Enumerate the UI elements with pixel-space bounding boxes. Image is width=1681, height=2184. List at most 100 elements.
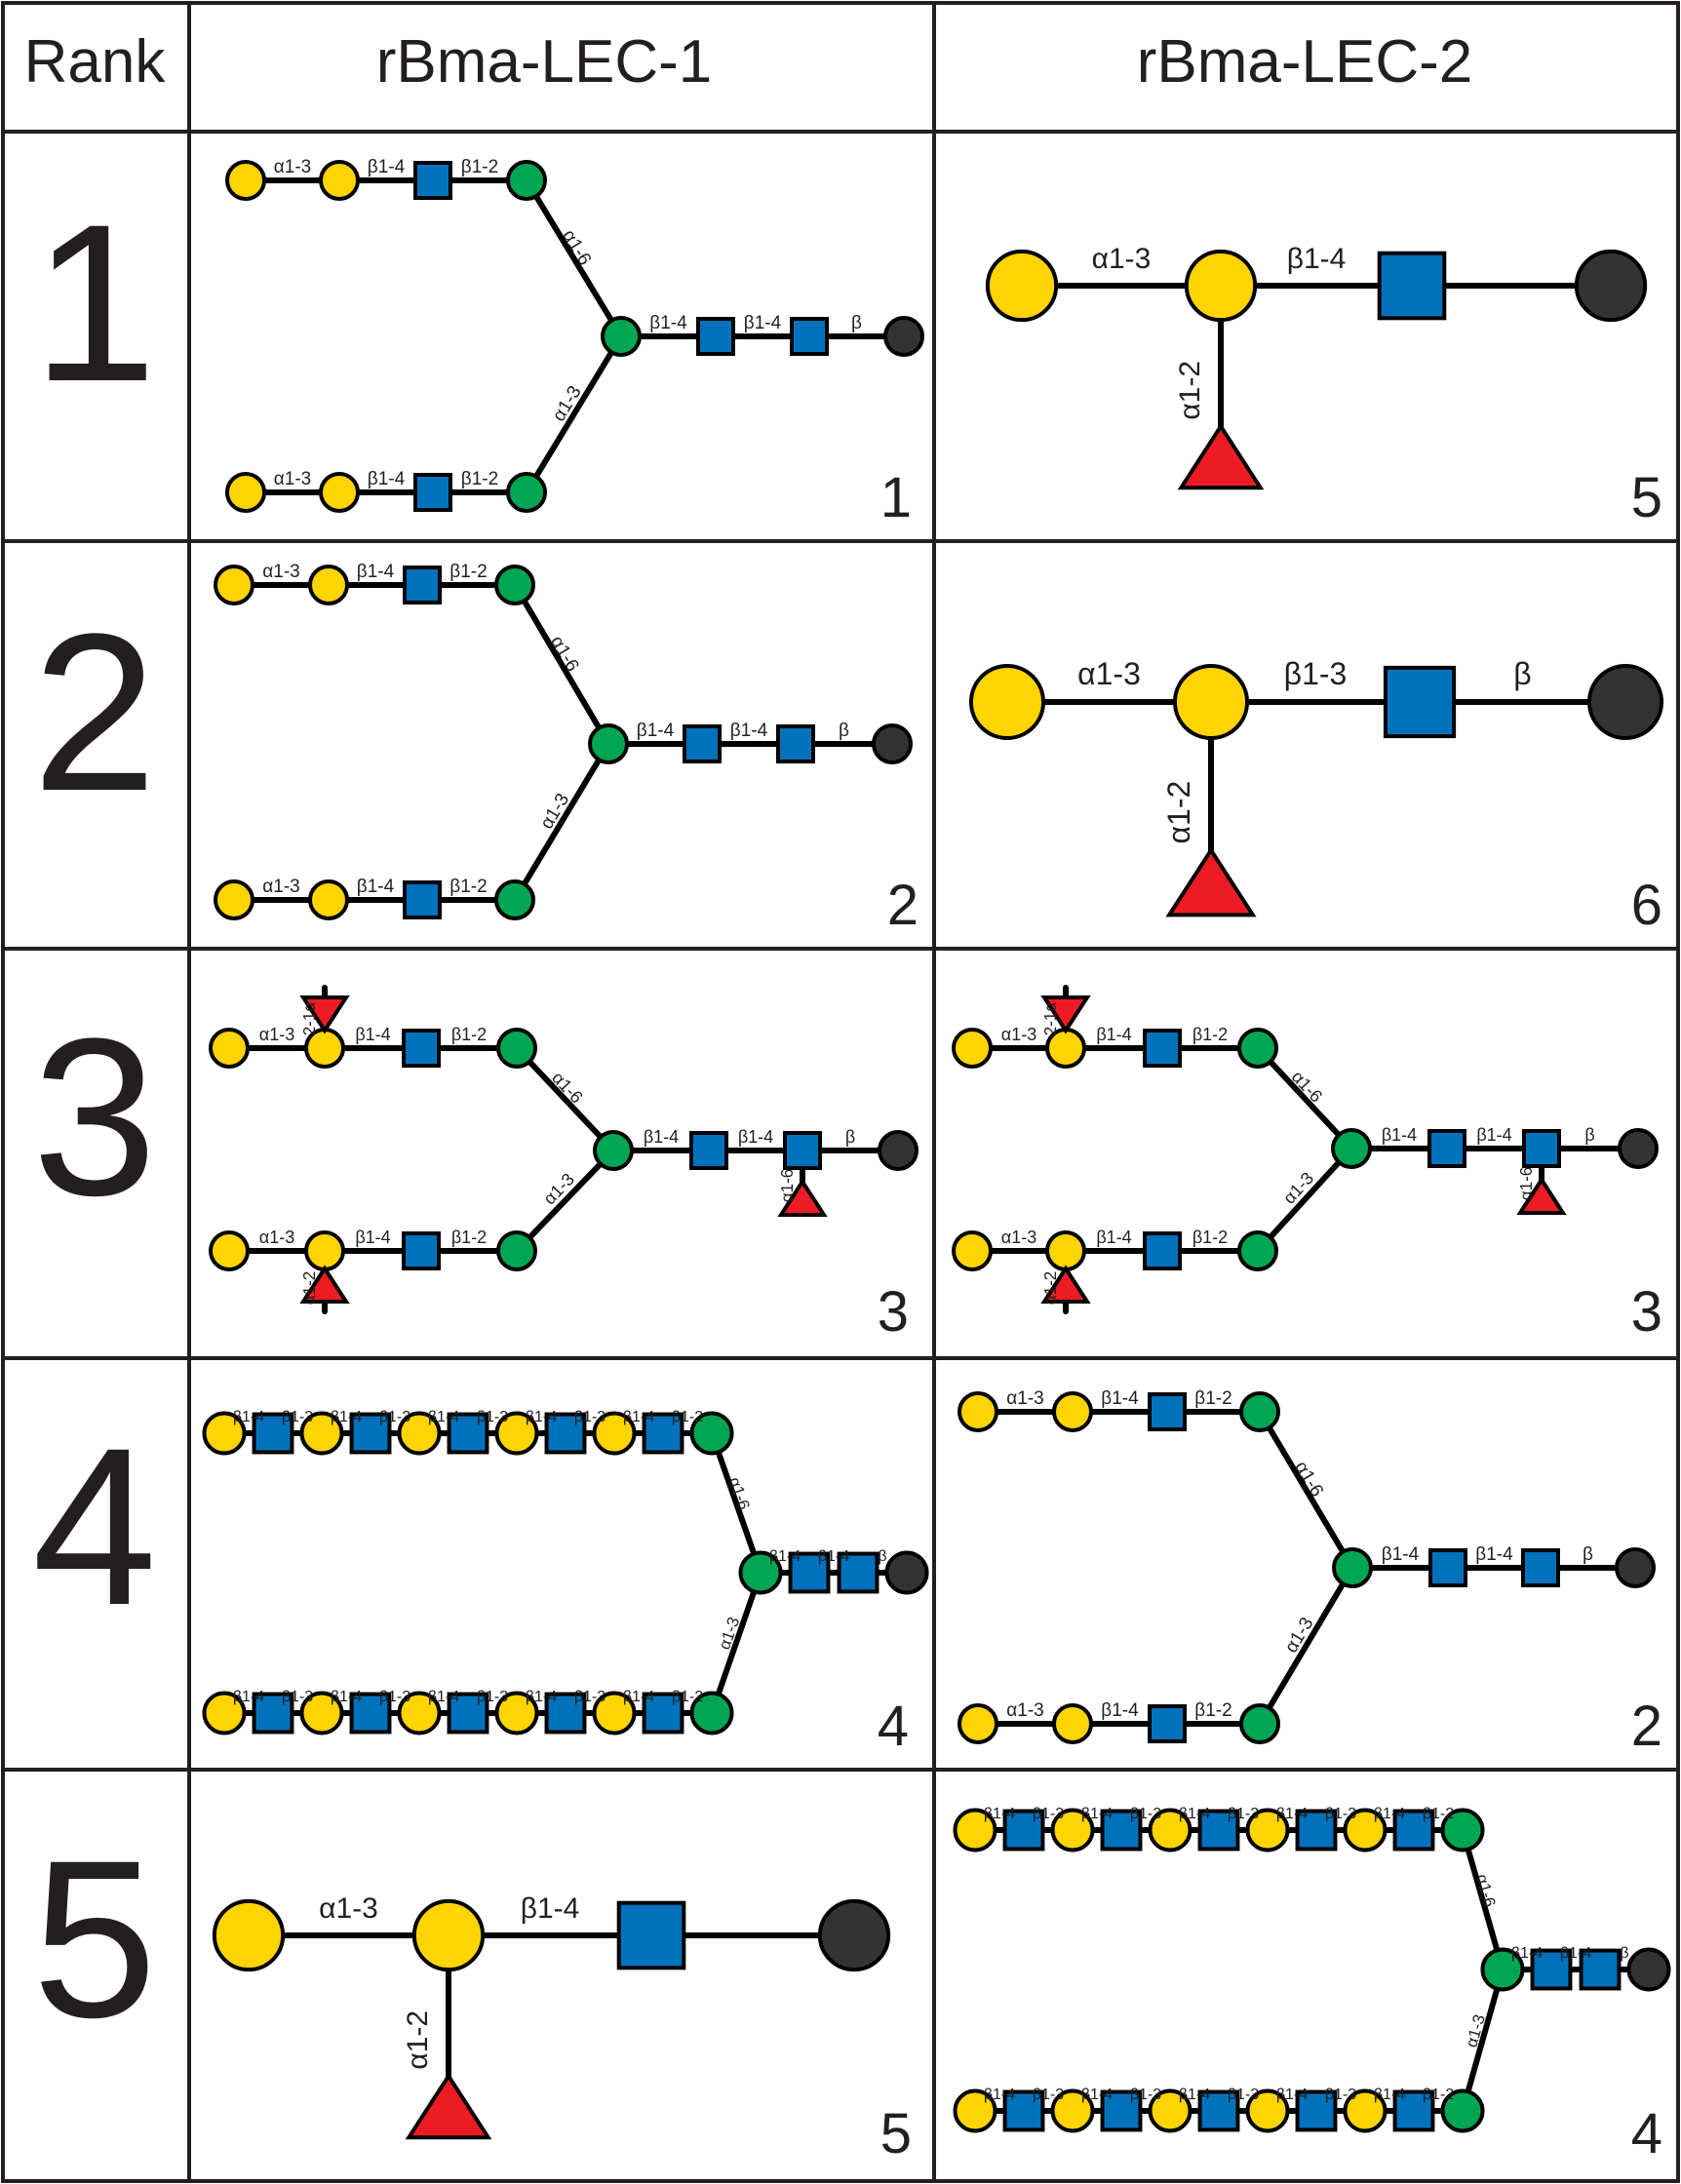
linkage-label: α1-2 bbox=[300, 1271, 319, 1306]
linkage-label: β1-3 bbox=[477, 1689, 508, 1705]
linkage-label: β1-4 bbox=[1382, 1544, 1420, 1565]
galactose-circle bbox=[319, 160, 360, 201]
linkage-label: β bbox=[851, 313, 862, 333]
linkage-label: β bbox=[1620, 1945, 1628, 1962]
linkage-label: β1-4 bbox=[744, 313, 782, 333]
galactose-circle bbox=[202, 1691, 247, 1736]
fucose-triangle bbox=[1040, 1265, 1091, 1304]
galactose-circle bbox=[968, 663, 1046, 741]
linkage-label: α1-3 bbox=[259, 1228, 294, 1247]
linkage-label: β1-4 bbox=[1382, 1125, 1417, 1145]
mannose-circle bbox=[601, 316, 642, 357]
rank-label: 5 bbox=[32, 1814, 157, 2064]
galactose-circle bbox=[209, 1028, 250, 1069]
glcnac-square bbox=[1002, 1809, 1045, 1852]
glcnac-square bbox=[642, 1412, 684, 1455]
linkage-label: β1-4 bbox=[637, 721, 675, 741]
linkage-label: β1-4 bbox=[428, 1689, 459, 1705]
linkage-label: β1-4 bbox=[1101, 1388, 1139, 1409]
glcnac-square bbox=[1522, 1129, 1561, 1168]
glycan-id: 5 bbox=[1631, 466, 1662, 529]
mannose-circle bbox=[1440, 2088, 1485, 2133]
galactose-circle bbox=[985, 249, 1059, 323]
linkage-label: β1-4 bbox=[368, 469, 406, 489]
linkage-label: β1-4 bbox=[1179, 1806, 1210, 1822]
glycan-id: 3 bbox=[1631, 1280, 1662, 1344]
linkage-label: β1-4 bbox=[738, 1127, 773, 1147]
aglycone-circle bbox=[883, 316, 924, 357]
glycosidic-bond bbox=[514, 1045, 616, 1153]
linkage-label: β1-2 bbox=[1192, 1228, 1228, 1247]
fucose-triangle bbox=[299, 1265, 350, 1304]
fucose-triangle bbox=[1040, 995, 1091, 1034]
linkage-label: α1-2 bbox=[1161, 781, 1196, 844]
galactose-circle bbox=[952, 1230, 993, 1271]
linkage-label: α1-3 bbox=[1006, 1388, 1043, 1409]
fucose-triangle bbox=[299, 995, 350, 1034]
linkage-label: α1-3 bbox=[262, 877, 299, 897]
galactose-circle bbox=[1172, 663, 1250, 741]
rank-label: 4 bbox=[32, 1401, 157, 1652]
mannose-circle bbox=[494, 879, 535, 920]
linkage-label: β1-4 bbox=[984, 1806, 1015, 1822]
glcnac-square bbox=[616, 1900, 686, 1970]
linkage-label: α1-3 bbox=[274, 469, 311, 489]
fucose-triangle bbox=[1165, 846, 1257, 917]
linkage-label: β bbox=[839, 721, 849, 741]
linkage-label: α1-6 bbox=[1517, 1167, 1536, 1201]
linkage-label: β1-3 bbox=[574, 1409, 606, 1425]
linkage-label: β1-3 bbox=[379, 1409, 410, 1425]
linkage-label: β1-3 bbox=[1130, 1806, 1161, 1822]
linkage-label: α1-6 bbox=[1290, 1458, 1327, 1501]
glcnac-square bbox=[788, 1551, 831, 1594]
glcnac-square bbox=[252, 1412, 294, 1455]
fucose-triangle bbox=[1177, 422, 1265, 490]
glcnac-square bbox=[402, 1029, 441, 1068]
linkage-label: β1-4 bbox=[355, 1025, 390, 1044]
linkage-label: β1-4 bbox=[984, 2086, 1015, 2103]
linkage-label: α1-3 bbox=[1462, 2012, 1489, 2049]
linkage-label: α1-3 bbox=[1001, 1228, 1036, 1247]
galactose-circle bbox=[214, 565, 254, 605]
galactose-circle bbox=[1245, 1808, 1290, 1852]
linkage-label: β1-4 bbox=[233, 1689, 264, 1705]
linkage-label: β1-2 bbox=[461, 469, 498, 489]
linkage-label: α1-3 bbox=[262, 562, 299, 582]
linkage-label: β1-3 bbox=[282, 1689, 313, 1705]
linkage-label: β1-3 bbox=[1228, 2086, 1259, 2103]
glcnac-square bbox=[1197, 1809, 1240, 1852]
linkage-label: β1-2 bbox=[450, 562, 487, 582]
glycan-id: 2 bbox=[1631, 1695, 1662, 1758]
linkage-label: α1-3 bbox=[319, 1892, 378, 1925]
glcnac-square bbox=[402, 1231, 441, 1270]
galactose-circle bbox=[1343, 2088, 1388, 2133]
glycosidic-bond bbox=[1257, 1409, 1355, 1571]
linkage-label: β1-4 bbox=[521, 1892, 580, 1925]
galactose-circle bbox=[958, 1703, 998, 1744]
linkage-label: β1-4 bbox=[649, 313, 687, 333]
glcnac-square bbox=[413, 473, 452, 512]
galactose-circle bbox=[304, 1230, 345, 1271]
galactose-circle bbox=[225, 472, 266, 513]
linkage-label: β1-4 bbox=[623, 1689, 654, 1705]
glycan-structures: α1-3 β1-4 β1-2 α1-3 β1-4 β1-2 α1-6 α1-3 β1-4 β1-4… bbox=[202, 157, 1671, 2140]
linkage-label: β1-4 bbox=[1081, 2086, 1113, 2103]
glcnac-square bbox=[447, 1692, 489, 1735]
glycan-id: 4 bbox=[878, 1695, 909, 1758]
galactose-circle bbox=[397, 1411, 442, 1456]
linkage-label: β1-2 bbox=[461, 157, 498, 177]
galactose-circle bbox=[952, 1028, 993, 1069]
linkage-label: α1-3 bbox=[1006, 1700, 1043, 1721]
galactose-circle bbox=[212, 1898, 286, 1972]
glycan-id: 1 bbox=[880, 466, 912, 529]
galactose-circle bbox=[225, 160, 266, 201]
glycosidic-bond bbox=[524, 177, 624, 339]
linkage-label: α1-6 bbox=[778, 1169, 797, 1203]
linkage-label: β1-2 bbox=[451, 1025, 487, 1044]
linkage-label: β1-3 bbox=[574, 1689, 606, 1705]
glcnac-square bbox=[1428, 1548, 1467, 1587]
linkage-label: β1-4 bbox=[331, 1409, 362, 1425]
glcnac-square bbox=[447, 1412, 489, 1455]
linkage-label: β1-4 bbox=[368, 157, 406, 177]
